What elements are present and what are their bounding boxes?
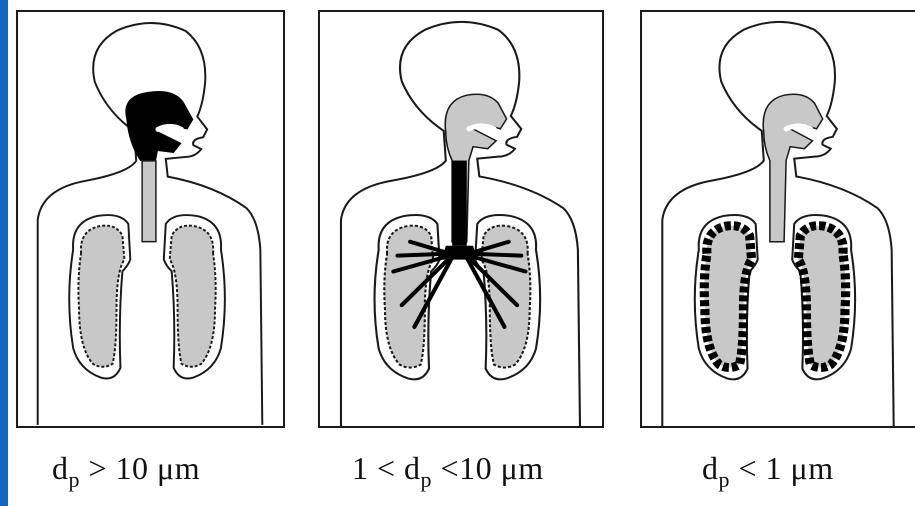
deposit-alveoli-region bbox=[704, 226, 845, 368]
left-lung bbox=[78, 226, 124, 367]
panel-small-particles bbox=[640, 10, 915, 428]
left-accent-bar bbox=[0, 0, 8, 506]
caption-small-particles: dp < 1 μm bbox=[702, 450, 834, 493]
panel-large-particles bbox=[16, 10, 285, 428]
respiratory-figure-alveoli bbox=[642, 12, 915, 426]
respiratory-figure-bronchi bbox=[320, 12, 602, 426]
panel-medium-particles bbox=[318, 10, 604, 428]
caption-large-particles: dp > 10 μm bbox=[52, 450, 200, 493]
trachea bbox=[142, 161, 156, 242]
caption-medium-particles: 1 < dp <10 μm bbox=[352, 450, 544, 493]
deposit-head-region bbox=[125, 91, 193, 161]
respiratory-figure-head bbox=[18, 12, 283, 426]
right-lung bbox=[170, 226, 216, 367]
